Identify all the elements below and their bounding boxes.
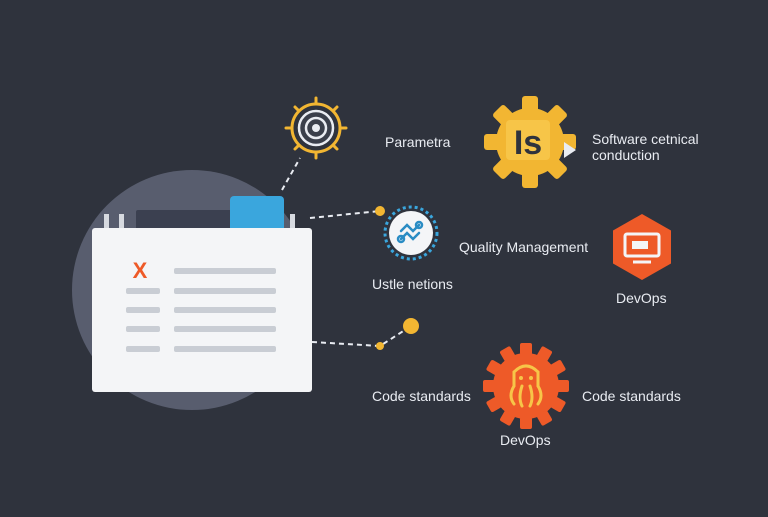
- label-code-standards-left: Code standards: [372, 388, 471, 404]
- connector-dot-bottom: [376, 342, 384, 350]
- gear-octopus-icon: [483, 343, 569, 429]
- label-software-line2: conduction: [592, 147, 660, 163]
- gear-outline-icon: [284, 96, 348, 160]
- connector-lines: [281, 157, 409, 348]
- connector-to-code: [311, 327, 409, 348]
- document-blue-tab: [230, 196, 284, 232]
- document-binder-left-1: [104, 214, 109, 228]
- connector-dot-top: [375, 206, 385, 216]
- label-ustle-netions: Ustle netions: [372, 276, 453, 292]
- label-devops-bottom: DevOps: [500, 432, 551, 448]
- hexagon-monitor-icon: [613, 214, 671, 280]
- label-devops-right: DevOps: [616, 290, 667, 306]
- document-tab-back: [136, 210, 232, 230]
- document-text-lines: [126, 268, 276, 352]
- connector-to-gear: [281, 157, 301, 191]
- label-software-conduction: Software cetnical conduction: [592, 131, 722, 163]
- label-quality-management: Quality Management: [459, 239, 589, 255]
- gear-badge-text: Is: [514, 124, 542, 162]
- label-parametra: Parametra: [385, 134, 451, 150]
- document-icon: X: [92, 196, 312, 392]
- document-binder-right: [290, 214, 295, 228]
- circular-network-icon: [383, 205, 439, 261]
- gear-badge-icon: Is: [484, 96, 576, 188]
- label-code-standards-right: Code standards: [582, 388, 681, 404]
- document-x-mark: X: [133, 258, 148, 283]
- document-binder-left-2: [119, 214, 124, 228]
- connector-node-code: [403, 318, 419, 334]
- label-software-line1: Software cetnical: [592, 131, 699, 147]
- connector-to-quality: [309, 210, 381, 219]
